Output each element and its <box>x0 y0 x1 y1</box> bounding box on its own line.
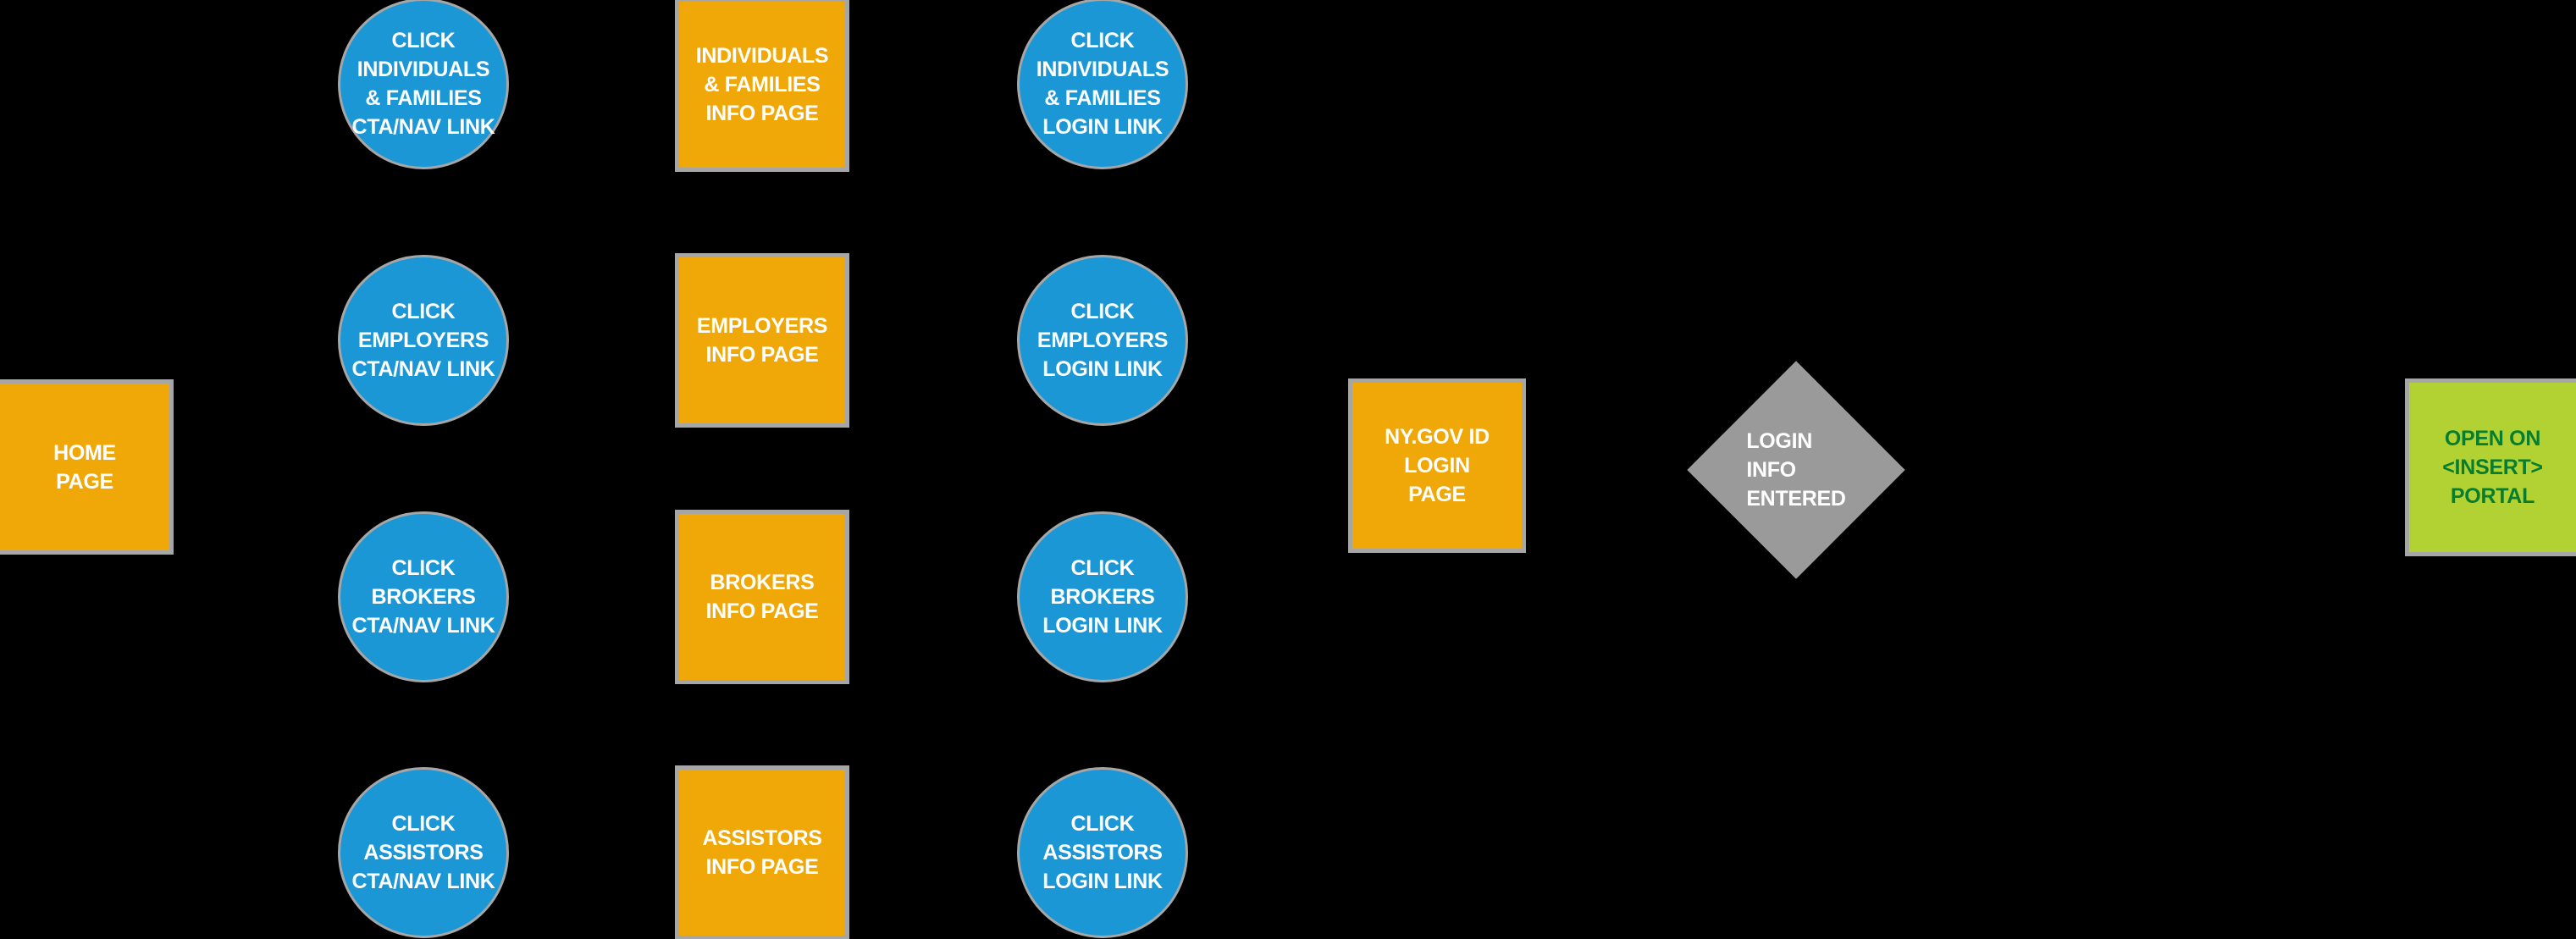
assistors-info-label: ASSISTORS INFO PAGE <box>702 826 822 879</box>
cta-employers-label: CLICK EMPLOYERS CTA/NAV LINK <box>351 300 495 381</box>
employers-info-label: EMPLOYERS INFO PAGE <box>696 314 828 367</box>
cta-individuals-families-circle: CLICK INDIVIDUALS & FAMILIES CTA/NAV LIN… <box>338 0 509 169</box>
cta-brokers-circle: CLICK BROKERS CTA/NAV LINK <box>338 511 509 682</box>
login-brokers-circle: CLICK BROKERS LOGIN LINK <box>1017 511 1188 682</box>
cta-individuals-families-label: CLICK INDIVIDUALS & FAMILIES CTA/NAV LIN… <box>351 29 495 139</box>
login-individuals-families-circle: CLICK INDIVIDUALS & FAMILIES LOGIN LINK <box>1017 0 1188 169</box>
nygov-login-box: NY.GOV ID LOGIN PAGE <box>1348 378 1526 553</box>
login-info-entered-diamond: LOGIN INFO ENTERED <box>1686 360 1906 580</box>
employers-info-box: EMPLOYERS INFO PAGE <box>675 253 849 428</box>
nygov-login-label: NY.GOV ID LOGIN PAGE <box>1385 425 1490 506</box>
open-portal-label: OPEN ON <INSERT> PORTAL <box>2442 427 2543 508</box>
home-page-box: HOME PAGE <box>0 379 174 555</box>
login-employers-circle: CLICK EMPLOYERS LOGIN LINK <box>1017 255 1188 426</box>
brokers-info-label: BROKERS INFO PAGE <box>705 571 819 623</box>
login-assistors-label: CLICK ASSISTORS LOGIN LINK <box>1042 812 1163 893</box>
home-page-label: HOME PAGE <box>53 440 116 494</box>
assistors-info-box: ASSISTORS INFO PAGE <box>675 765 849 939</box>
cta-assistors-label: CLICK ASSISTORS CTA/NAV LINK <box>351 812 495 893</box>
individuals-families-info-box: INDIVIDUALS & FAMILIES INFO PAGE <box>675 0 849 172</box>
cta-brokers-label: CLICK BROKERS CTA/NAV LINK <box>351 556 495 638</box>
login-assistors-circle: CLICK ASSISTORS LOGIN LINK <box>1017 767 1188 938</box>
login-employers-label: CLICK EMPLOYERS LOGIN LINK <box>1036 300 1169 381</box>
login-individuals-families-label: CLICK INDIVIDUALS & FAMILIES LOGIN LINK <box>1036 29 1169 139</box>
open-portal-box: OPEN ON <INSERT> PORTAL <box>2405 378 2576 556</box>
cta-assistors-circle: CLICK ASSISTORS CTA/NAV LINK <box>338 767 509 938</box>
login-info-entered-label: LOGIN INFO ENTERED <box>1746 429 1846 511</box>
brokers-info-box: BROKERS INFO PAGE <box>675 510 849 684</box>
cta-employers-circle: CLICK EMPLOYERS CTA/NAV LINK <box>338 255 509 426</box>
individuals-families-info-label: INDIVIDUALS & FAMILIES INFO PAGE <box>695 44 829 125</box>
login-brokers-label: CLICK BROKERS LOGIN LINK <box>1042 556 1163 638</box>
